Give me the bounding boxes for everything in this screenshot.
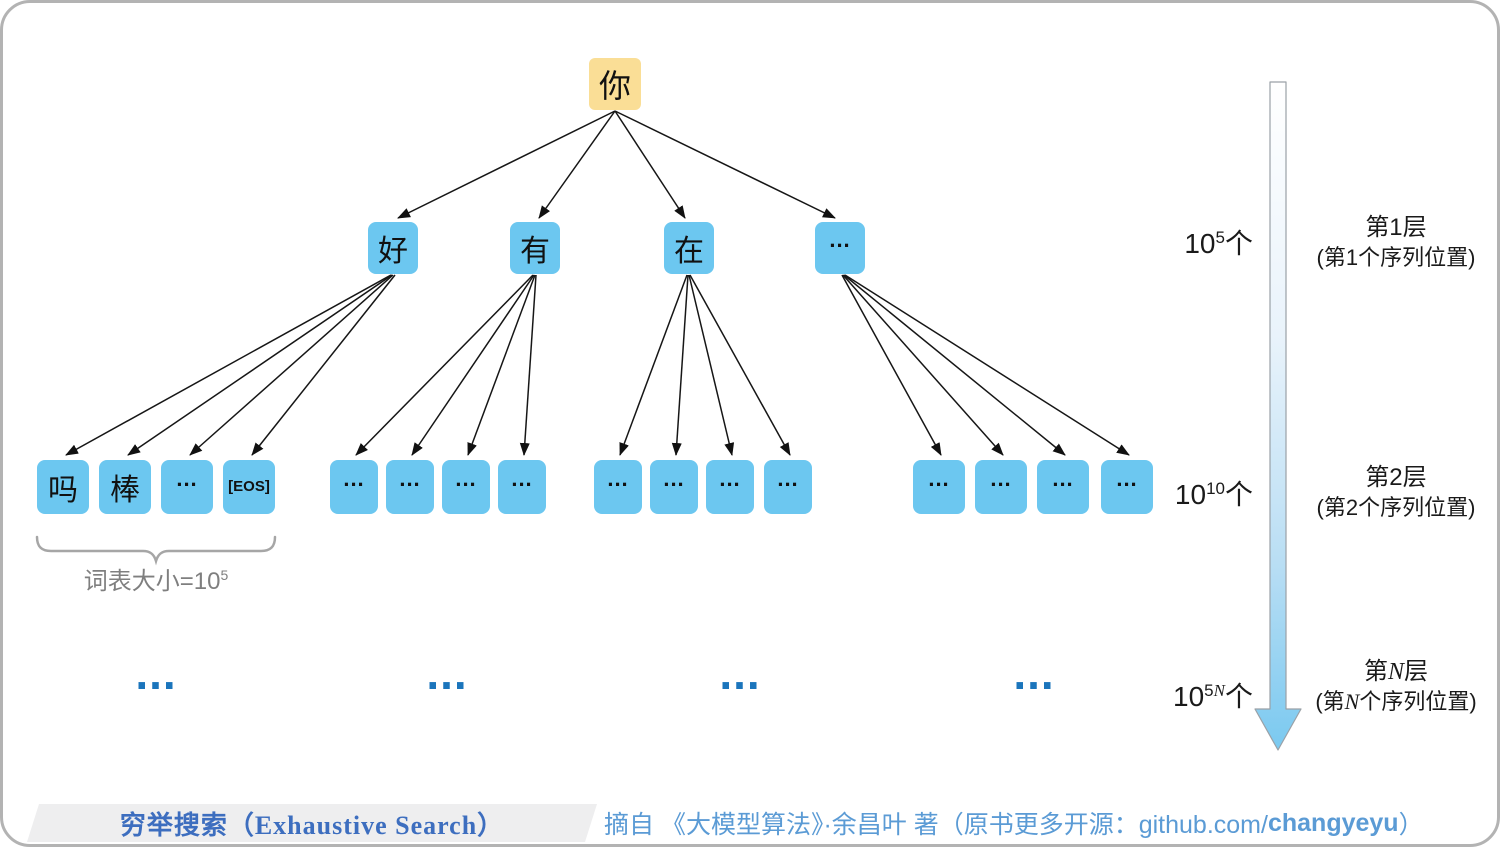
node-label: ... [719, 466, 741, 491]
node-l2-g0-3: [EOS] [223, 460, 275, 514]
levelN-sub-suffix: 个序列位置) [1359, 689, 1477, 714]
levelN-title: 第N层 [1295, 657, 1497, 687]
level2-subtitle: (第2个序列位置) [1316, 495, 1476, 520]
node-l1-1: 有 [510, 222, 560, 274]
count-exponent: 5 [1204, 681, 1214, 700]
footer-source-text: 摘自 《大模型算法》·余昌叶 著（原书更多开源：github.com/ [604, 811, 1268, 839]
level1-title: 第1层 [1365, 214, 1427, 241]
levelN-sub-prefix: (第 [1315, 689, 1345, 714]
node-l2-g0-0: 吗 [37, 460, 89, 514]
node-label: ... [990, 466, 1012, 491]
node-l2-g2-1: ... [650, 460, 698, 514]
vocab-size-text: 词表大小=10 [83, 568, 221, 595]
levelN-ellipsis-1: ... [426, 647, 468, 699]
vocab-size-label: 词表大小=105 [36, 561, 276, 596]
node-l1-2: 在 [664, 222, 714, 274]
footer-source: 摘自 《大模型算法》·余昌叶 著（原书更多开源：github.com/chang… [604, 804, 1424, 842]
count-base: 10 [1173, 681, 1205, 712]
count-level2: 1010个 [1175, 473, 1253, 513]
count-exponent-var: N [1213, 681, 1225, 700]
levelN-sub-var: N [1344, 689, 1360, 714]
node-l2-g1-2: ... [442, 460, 490, 514]
count-suffix: 个 [1224, 479, 1253, 510]
level2-title: 第2层 [1365, 464, 1427, 491]
node-label: ... [176, 466, 198, 491]
node-l1-0: 好 [368, 222, 418, 274]
node-l2-g2-3: ... [764, 460, 812, 514]
node-label: [EOS] [228, 477, 270, 495]
node-label: 有 [520, 235, 550, 268]
node-l2-g3-2: ... [1037, 460, 1089, 514]
levelN-ellipsis-2: ... [719, 647, 761, 699]
count-exponent: 10 [1206, 479, 1225, 498]
node-l2-g3-1: ... [975, 460, 1027, 514]
levelN-title-suffix: 层 [1404, 658, 1428, 685]
node-l1-3: ... [815, 222, 865, 274]
node-label: 好 [378, 235, 408, 268]
depth-axis-arrow [1254, 81, 1302, 751]
level1-subtitle: (第1个序列位置) [1316, 245, 1476, 270]
node-l2-g3-0: ... [913, 460, 965, 514]
node-label: ... [1052, 466, 1074, 491]
node-label: ... [511, 466, 533, 491]
node-label: ... [1116, 466, 1138, 491]
node-l2-g0-1: 棒 [99, 460, 151, 514]
node-label: ... [829, 227, 851, 252]
vocab-size-exponent: 5 [220, 567, 229, 583]
node-l2-g3-3: ... [1101, 460, 1153, 514]
count-base: 10 [1184, 228, 1216, 259]
levelN-subtitle: (第N个序列位置) [1295, 687, 1497, 717]
node-l2-g1-1: ... [386, 460, 434, 514]
node-root-label: 你 [598, 68, 631, 104]
count-level1: 105个 [1184, 222, 1253, 262]
node-l2-g1-0: ... [330, 460, 378, 514]
levelN-label: 第N层 (第N个序列位置) [1295, 657, 1497, 717]
tree-edges [65, 110, 1130, 456]
level2-label: 第2层 (第2个序列位置) [1295, 463, 1497, 523]
node-label: ... [399, 466, 421, 491]
node-l2-g1-3: ... [498, 460, 546, 514]
footer-source-github-handle: changyeyu [1267, 808, 1399, 837]
node-l2-g2-2: ... [706, 460, 754, 514]
node-label: ... [455, 466, 477, 491]
count-suffix: 个 [1224, 228, 1253, 259]
node-l2-g0-2: ... [161, 460, 213, 514]
levelN-title-var: N [1387, 659, 1404, 685]
levelN-ellipsis-3: ... [1013, 647, 1055, 699]
level1-label: 第1层 (第1个序列位置) [1295, 213, 1497, 273]
node-label: 吗 [48, 474, 78, 507]
count-exponent: 5 [1215, 228, 1225, 247]
footer-source-end: ） [1398, 811, 1424, 839]
node-label: ... [928, 466, 950, 491]
count-base: 10 [1174, 479, 1207, 510]
footer-title: 穷举搜索（Exhaustive Search） [119, 810, 505, 840]
node-label: 在 [674, 235, 704, 268]
node-l2-g2-0: ... [594, 460, 642, 514]
tree-edges-layer [35, 81, 1302, 751]
count-suffix: 个 [1224, 681, 1253, 712]
footer-title-band: 穷举搜索（Exhaustive Search） [27, 804, 597, 842]
node-label: ... [777, 466, 799, 491]
node-root: 你 [589, 58, 641, 110]
count-levelN: 105N个 [1173, 675, 1253, 715]
node-label: 棒 [110, 474, 140, 507]
node-label: ... [343, 466, 365, 491]
levelN-ellipsis-0: ... [135, 647, 177, 699]
node-label: ... [663, 466, 685, 491]
node-label: ... [607, 466, 629, 491]
levelN-title-prefix: 第 [1363, 658, 1388, 685]
vocab-brace [35, 535, 277, 566]
